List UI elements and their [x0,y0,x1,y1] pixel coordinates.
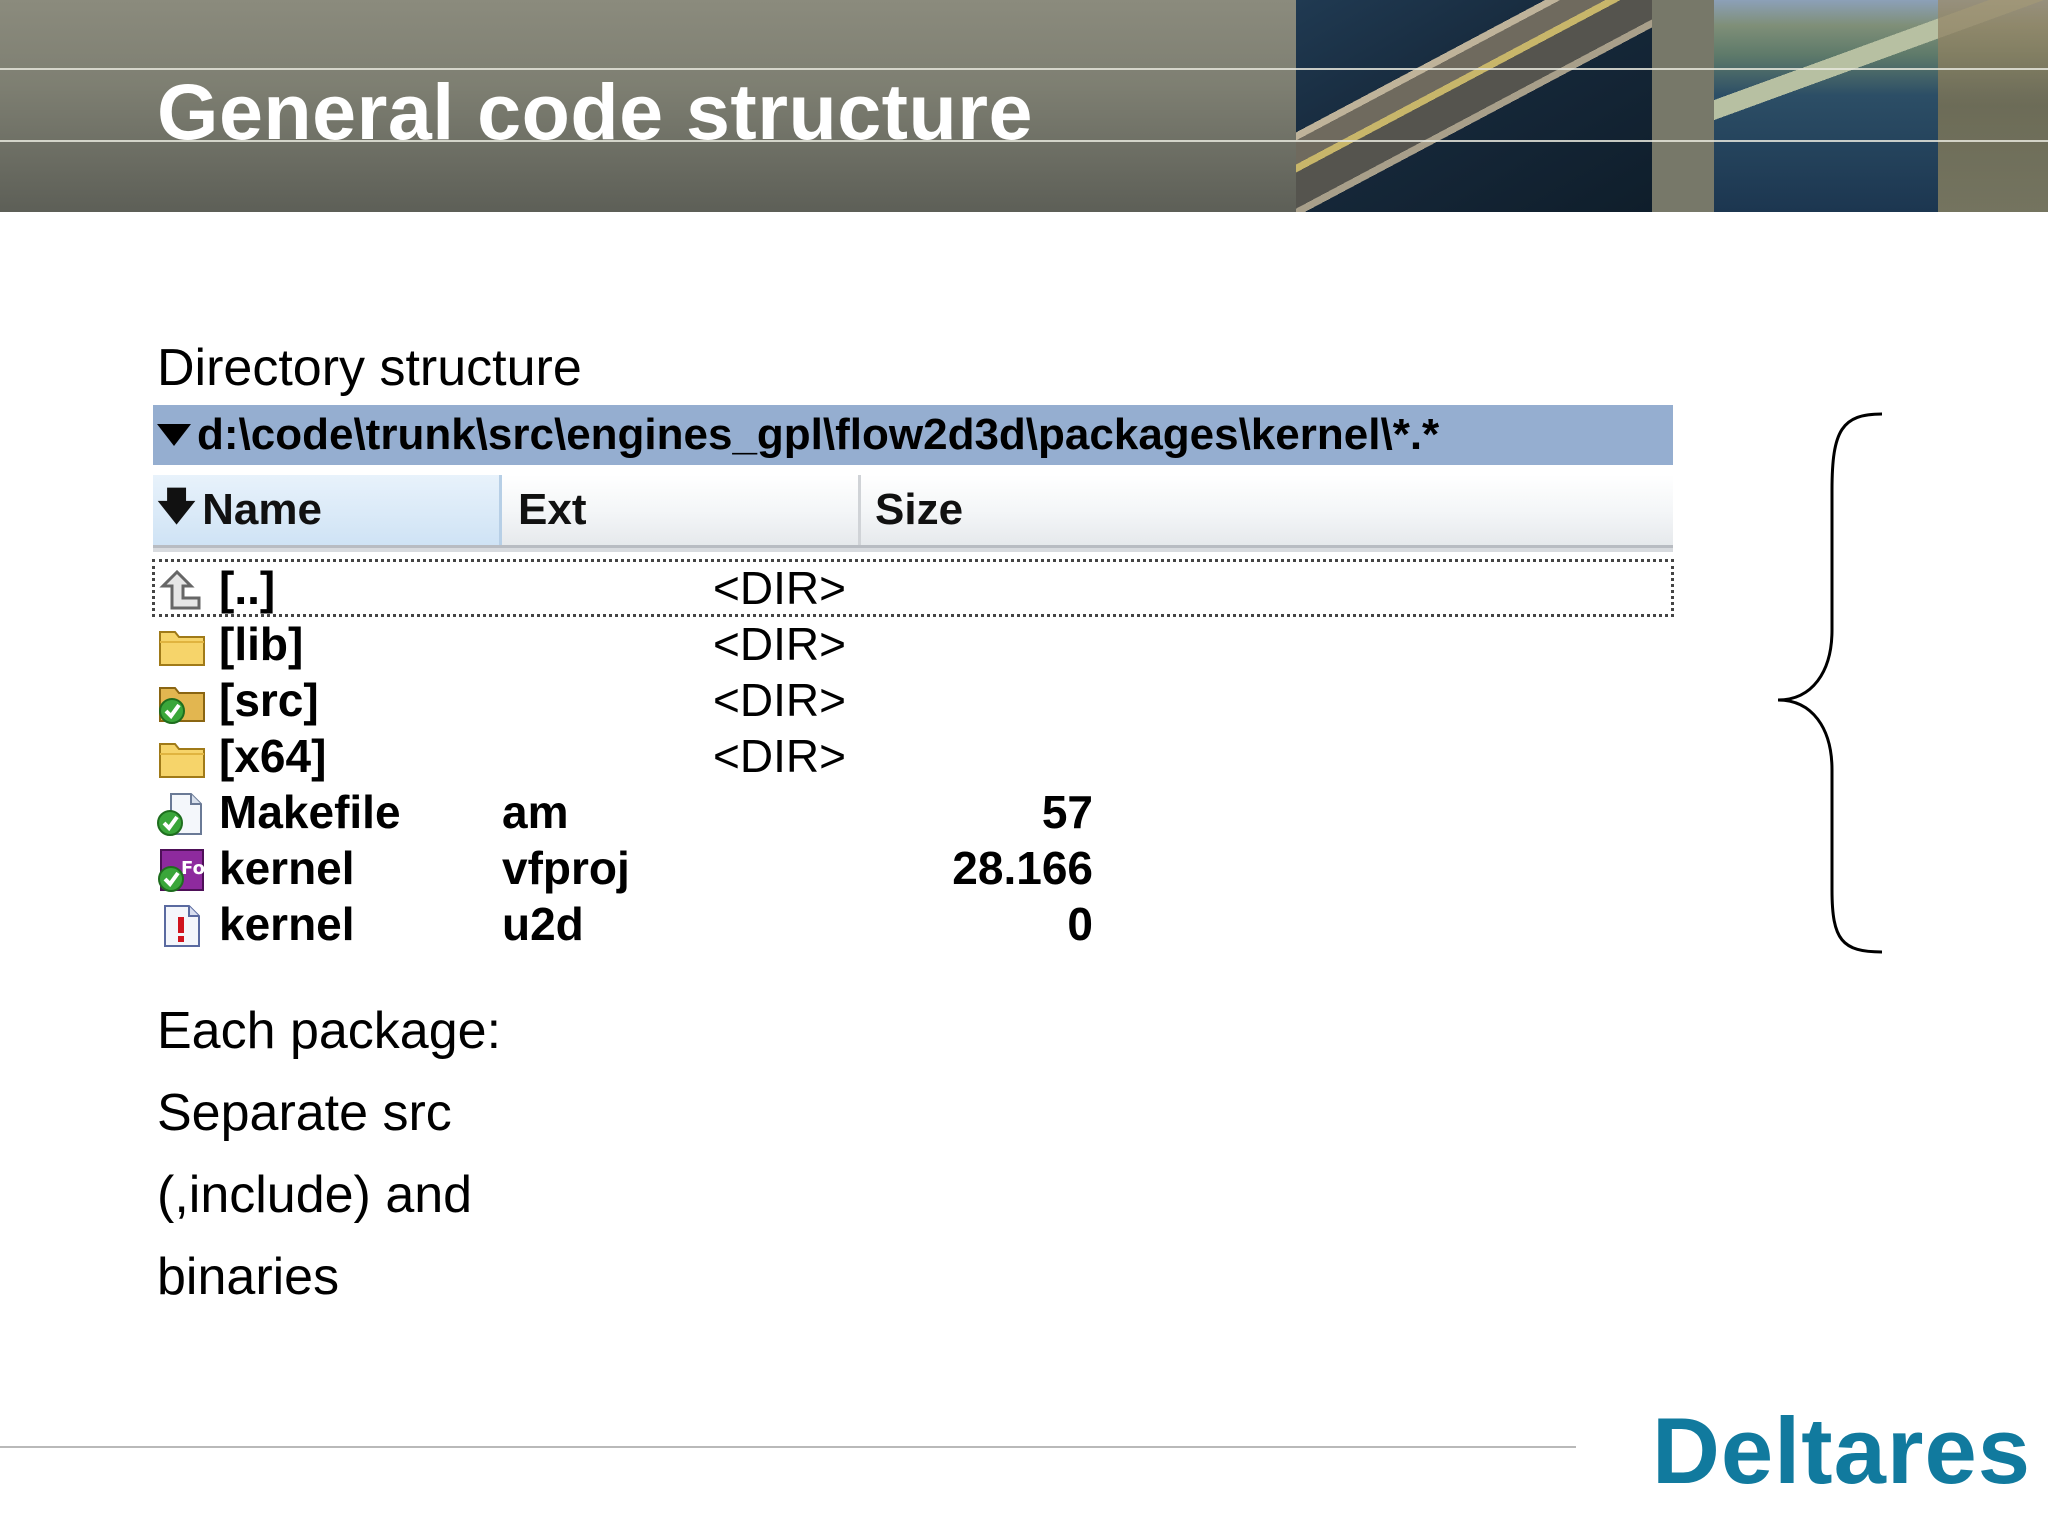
description-line: binaries [157,1248,340,1306]
page-title: General code structure [157,67,1033,156]
folder-icon [159,631,205,666]
path-bar[interactable]: d:\code\trunk\src\engines_gpl\flow2d3d\p… [153,405,1673,465]
file-list: [..] <DIR> [lib] <DIR> [src] <DIR> [152,559,1674,952]
header-banner: General code structure [0,0,2048,212]
description-text: Each package: Separate src (,include) an… [157,990,501,1318]
parent-folder-icon [159,569,201,610]
file-row-kernel-vfproj[interactable]: Fo kernel vfproj 28.166 [153,840,1673,896]
file-row-makefile[interactable]: Makefile am 57 [153,784,1673,840]
description-line: Separate src [157,1084,452,1142]
file-ext: vfproj [502,842,630,894]
banner-stripe-top [0,68,2048,70]
file-size: 28.166 [952,842,1093,894]
file-name: kernel [219,898,355,950]
banner-divider [1652,0,1714,212]
description-line: (,include) and [157,1166,473,1224]
column-header-name[interactable]: 🡇 Name [153,475,502,545]
file-name: [..] [219,562,276,614]
folder-checked-icon [159,687,205,724]
file-size: <DIR> [713,674,846,726]
file-manager-panel: d:\code\trunk\src\engines_gpl\flow2d3d\p… [152,405,1674,952]
file-ext: am [502,786,569,838]
file-name: [x64] [219,730,327,782]
footer-divider [0,1446,1576,1448]
file-warning-icon [164,905,200,947]
file-size: <DIR> [713,730,846,782]
file-checked-icon [157,793,202,836]
file-ext: u2d [502,898,584,950]
column-header-size[interactable]: Size [861,475,1673,545]
section-subtitle: Directory structure [157,339,582,397]
file-size: 57 [1041,786,1093,838]
file-name: Makefile [219,786,401,838]
bridge-photo [1296,0,1652,212]
svg-text:Fo: Fo [181,858,205,879]
curly-brace [1777,412,1883,954]
column-label-size: Size [875,485,964,534]
delta-aerial-photo [1714,0,2048,212]
column-label-ext: Ext [518,485,587,534]
file-name: kernel [219,842,355,894]
banner-stripe-bottom [0,140,2048,142]
file-size: 0 [1067,898,1093,950]
file-name: [lib] [219,618,304,670]
file-name: [src] [219,674,319,726]
column-label-name: Name [202,485,322,534]
fortran-project-icon: Fo [158,849,205,892]
file-row-parent[interactable]: [..] <DIR> [152,559,1674,617]
column-header-ext[interactable]: Ext [502,475,861,545]
column-header: 🡇 Name Ext Size [153,475,1673,548]
file-size: <DIR> [713,618,846,670]
file-row-src[interactable]: [src] <DIR> [153,672,1673,728]
file-row-lib[interactable]: [lib] <DIR> [153,616,1673,672]
file-row-x64[interactable]: [x64] <DIR> [153,728,1673,784]
dropdown-arrow-icon[interactable] [157,424,191,446]
deltares-logo: Deltares [1652,1398,2031,1503]
description-line: Each package: [157,1002,502,1060]
file-size: <DIR> [713,562,846,614]
file-row-kernel-u2d[interactable]: kernel u2d 0 [153,896,1673,952]
folder-icon [159,743,205,778]
path-text: d:\code\trunk\src\engines_gpl\flow2d3d\p… [197,410,1440,459]
sort-down-arrow-icon: 🡇 [157,485,197,528]
